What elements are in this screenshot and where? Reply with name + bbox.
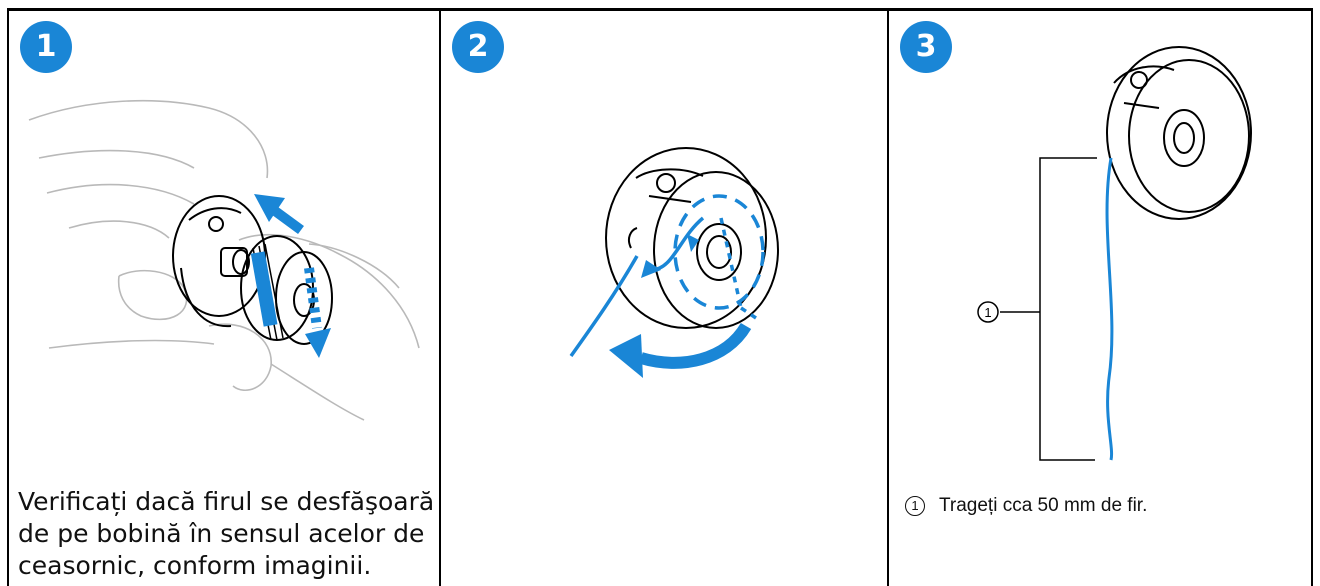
- note-number: 1: [905, 496, 925, 516]
- step-badge-2: 2: [452, 21, 504, 73]
- step-badge-3: 3: [900, 21, 952, 73]
- callout-number: 1: [984, 305, 991, 320]
- callout-circle: [977, 301, 999, 323]
- step-panel-2: 2: [439, 8, 887, 586]
- step-badge-1: 1: [20, 21, 72, 73]
- table-frame: [7, 8, 1313, 584]
- step-panel-1: 1: [7, 8, 439, 586]
- bobbin-insertion-illustration: [28, 99, 420, 421]
- step-1-instruction: Verificați dacă firul se desfăşoară de p…: [18, 487, 435, 580]
- thread-pull-illustration: 1: [977, 46, 1252, 461]
- bobbin-thread-direction-illustration: [569, 147, 779, 378]
- note-text: Trageți cca 50 mm de fir.: [939, 495, 1148, 516]
- step-3-note: 1 Trageți cca 50 mm de fir.: [905, 495, 1147, 517]
